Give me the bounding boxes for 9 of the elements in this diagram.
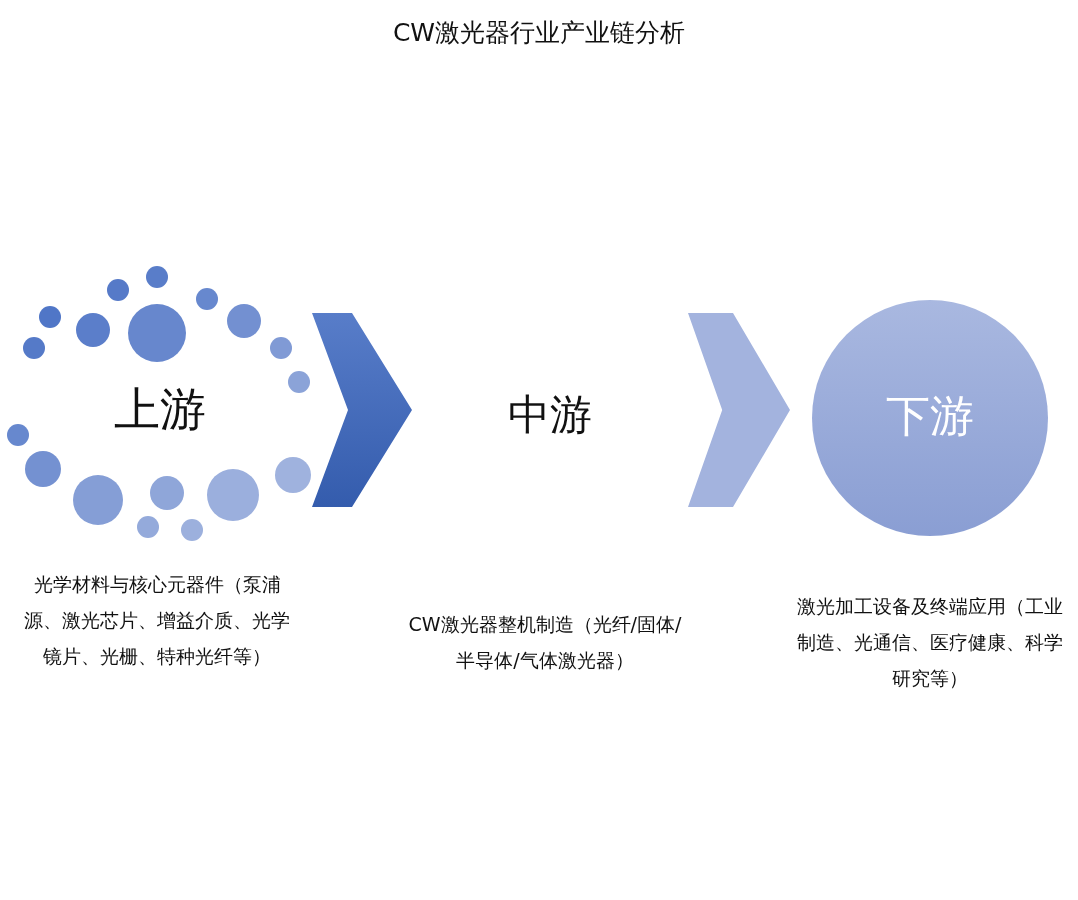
stage-label: 下游 [885,390,975,443]
stage-description: 光学材料与核心元器件（泵浦源、激光芯片、增益介质、光学镜片、光栅、特种光纤等） [23,572,291,669]
stage-description: CW激光器整机制造（光纤/固体/半导体/气体激光器） [407,612,683,673]
chevron-arrow [688,313,790,507]
stage-label: 上游 [113,382,207,438]
stage-description: 激光加工设备及终端应用（工业制造、光通信、医疗健康、科学研究等） [796,594,1064,691]
diagram-title: CW激光器行业产业链分析 [391,17,687,49]
stage-label: 中游 [508,390,592,441]
chevron-arrow [312,313,412,507]
